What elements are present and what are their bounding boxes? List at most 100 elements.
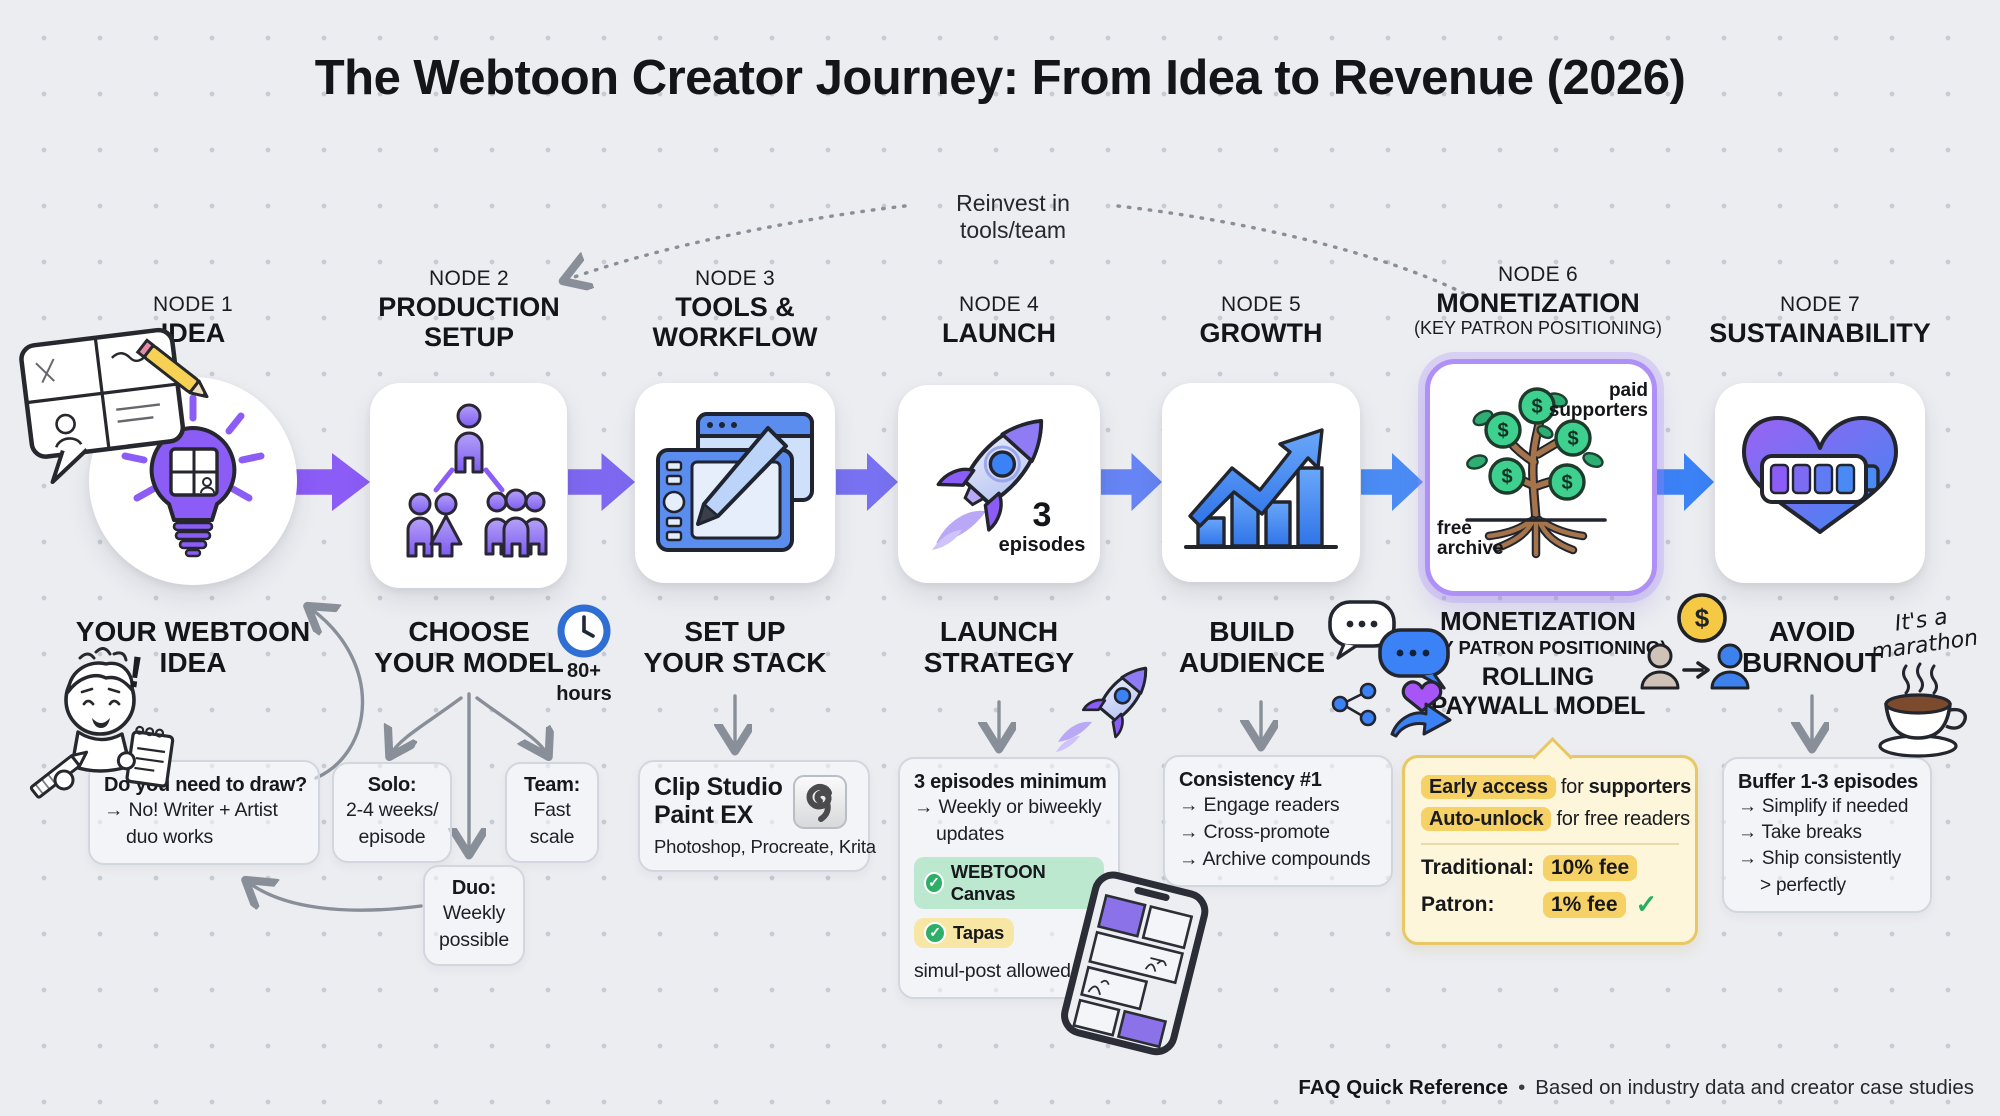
check-icon: ✓	[924, 921, 946, 944]
traditional-label: Traditional:	[1421, 856, 1535, 879]
node3-name: TOOLS & WORKFLOW	[652, 291, 818, 352]
launch-line1: → Weekly or biweekly	[914, 796, 1102, 818]
launch-rocket-doodle	[1056, 666, 1148, 752]
tree-label-free-archive: free archive	[1437, 518, 1504, 559]
node6-heading-sub: (KEY PATRON POSITIONING)	[1409, 637, 1667, 659]
heart-battery-icon	[1742, 416, 1898, 534]
hours-badge: 80+ hours	[544, 660, 624, 706]
clock-icon	[557, 604, 611, 658]
draw-question-line2: duo works	[126, 825, 214, 848]
footer-note: FAQ Quick Reference•Based on industry da…	[1298, 1076, 1974, 1100]
arrow-model-left	[391, 696, 463, 754]
patron-check-icon: ✓	[1635, 889, 1658, 919]
burnout-line: → Ship consistently	[1738, 848, 1902, 870]
node4-kicker: NODE 4	[959, 293, 1039, 316]
footer-text: Based on industry data and creator case …	[1535, 1076, 1974, 1099]
reinvest-loop-right	[1116, 204, 1465, 295]
tapas-pill: ✓ Tapas	[914, 917, 1015, 948]
growth-box: Consistency #1 → Engage readers → Cross-…	[1163, 755, 1393, 887]
duo-line1: Weekly	[442, 902, 506, 924]
audience-engagement-doodles	[1328, 600, 1452, 738]
phone-webtoon-doodle	[1061, 871, 1209, 1056]
solo-line1: 2-4 weeks/	[346, 799, 439, 821]
node6-heading: MONETIZATION	[1440, 606, 1636, 636]
tapas-label: Tapas	[953, 921, 1005, 943]
stack-box: Clip Studio Paint EX Photoshop, Procreat…	[638, 760, 876, 872]
node6-heading2: ROLLING PAYWALL MODEL	[1430, 663, 1646, 720]
node5-kicker: NODE 5	[1221, 293, 1301, 316]
burnout-line: > perfectly	[1760, 874, 1846, 896]
traditional-fee: 10% fee	[1543, 855, 1638, 881]
node4-kicker-block: NODE 4 LAUNCH	[869, 292, 1129, 348]
node7-name: SUSTAINABILITY	[1709, 317, 1931, 348]
node5-heading: BUILD AUDIENCE	[1178, 616, 1326, 679]
supporters-text: supporters	[1588, 776, 1692, 798]
growth-line: → Archive compounds	[1179, 847, 1371, 870]
patron-conversion-doodle: $	[1640, 593, 1750, 690]
coin-dollar: $	[1561, 472, 1572, 494]
node2-name: PRODUCTION SETUP	[378, 291, 560, 352]
burnout-box: Buffer 1-3 episodes → Simplify if needed…	[1722, 757, 1932, 913]
node7-kicker: NODE 7	[1780, 293, 1860, 316]
stack-title: Clip Studio Paint EX	[654, 773, 783, 829]
check-icon: ✓	[924, 871, 944, 894]
duo-line2: possible	[439, 928, 509, 951]
launch-line2: updates	[936, 822, 1004, 845]
free-readers-text: for free readers	[1556, 808, 1690, 830]
early-access-highlight: Early access	[1421, 775, 1556, 799]
curve-question-to-idea	[310, 608, 365, 780]
duo-title: Duo:	[451, 877, 497, 899]
node2-heading: CHOOSE YOUR MODEL	[374, 616, 564, 679]
burnout-title: Buffer 1-3 episodes	[1738, 771, 1918, 793]
node4-name: LAUNCH	[942, 317, 1056, 348]
node7-kicker-block: NODE 7 SUSTAINABILITY	[1690, 292, 1950, 348]
solo-title: Solo:	[367, 774, 417, 796]
money-tree-icon: $ $ $ $ $	[1465, 387, 1607, 559]
node6-kicker-block: NODE 6 MONETIZATION (KEY PATRON POSITION…	[1388, 262, 1688, 340]
clip-studio-logo	[792, 774, 847, 829]
rocket-count: 3	[1032, 496, 1052, 534]
footer-bullet: •	[1518, 1076, 1526, 1099]
reinvest-label: Reinvest in tools/team	[956, 190, 1070, 243]
rocket-count-label: episodes	[998, 534, 1086, 556]
team-structure-icon	[406, 403, 548, 558]
node6-kicker: NODE 6	[1498, 263, 1578, 286]
page-title: The Webtoon Creator Journey: From Idea t…	[314, 51, 1686, 105]
node7-heading: AVOID BURNOUT	[1742, 616, 1882, 679]
node1-kicker: NODE 1	[153, 293, 233, 316]
team-line1: Fast	[533, 799, 571, 821]
node4-heading: LAUNCH STRATEGY	[923, 616, 1075, 679]
coin-dollar: $	[1497, 420, 1508, 442]
solo-line2: episode	[358, 825, 426, 848]
launch-title: 3 episodes minimum	[914, 771, 1107, 793]
reinvest-loop-left	[566, 204, 907, 280]
solo-box: Solo: 2-4 weeks/ episode	[332, 762, 452, 863]
node1-heading: YOUR WEBTOON IDEA	[75, 616, 311, 679]
node5-kicker-block: NODE 5 GROWTH	[1131, 292, 1391, 348]
node3-heading: SET UP YOUR STACK	[643, 616, 827, 679]
mid-text: for	[1560, 776, 1584, 798]
patron-fee: 1% fee	[1543, 891, 1626, 918]
node3-kicker: NODE 3	[695, 267, 775, 290]
coin-dollar: $	[1695, 603, 1710, 633]
coin-dollar: $	[1501, 466, 1512, 488]
node6-kicker-sub: (KEY PATRON POSITIONING)	[1413, 317, 1663, 338]
burnout-line: → Simplify if needed	[1738, 796, 1909, 817]
coffee-cup-doodle	[1878, 662, 1967, 758]
auto-unlock-highlight: Auto-unlock	[1421, 807, 1552, 831]
stack-subtitle: Photoshop, Procreate, Krita	[654, 836, 876, 857]
hours-value: 80+	[567, 660, 601, 682]
draw-question-line1: → No! Writer + Artist	[104, 799, 278, 821]
patron-label: Patron:	[1421, 892, 1495, 916]
node6-heading-block: MONETIZATION (KEY PATRON POSITIONING) RO…	[1388, 606, 1688, 720]
webtoon-canvas-pill: ✓ WEBTOON Canvas	[914, 856, 1104, 909]
burnout-line: → Take breaks	[1738, 822, 1862, 844]
node5-name: GROWTH	[1199, 317, 1323, 348]
drawing-tablet-icon	[656, 412, 814, 552]
node2-kicker: NODE 2	[429, 267, 509, 290]
draw-question-box: Do you need to draw? → No! Writer + Arti…	[88, 760, 320, 865]
curve-duo-to-question	[248, 882, 423, 912]
growth-title: Consistency #1	[1179, 769, 1322, 791]
duo-box: Duo: Weekly possible	[423, 865, 525, 966]
